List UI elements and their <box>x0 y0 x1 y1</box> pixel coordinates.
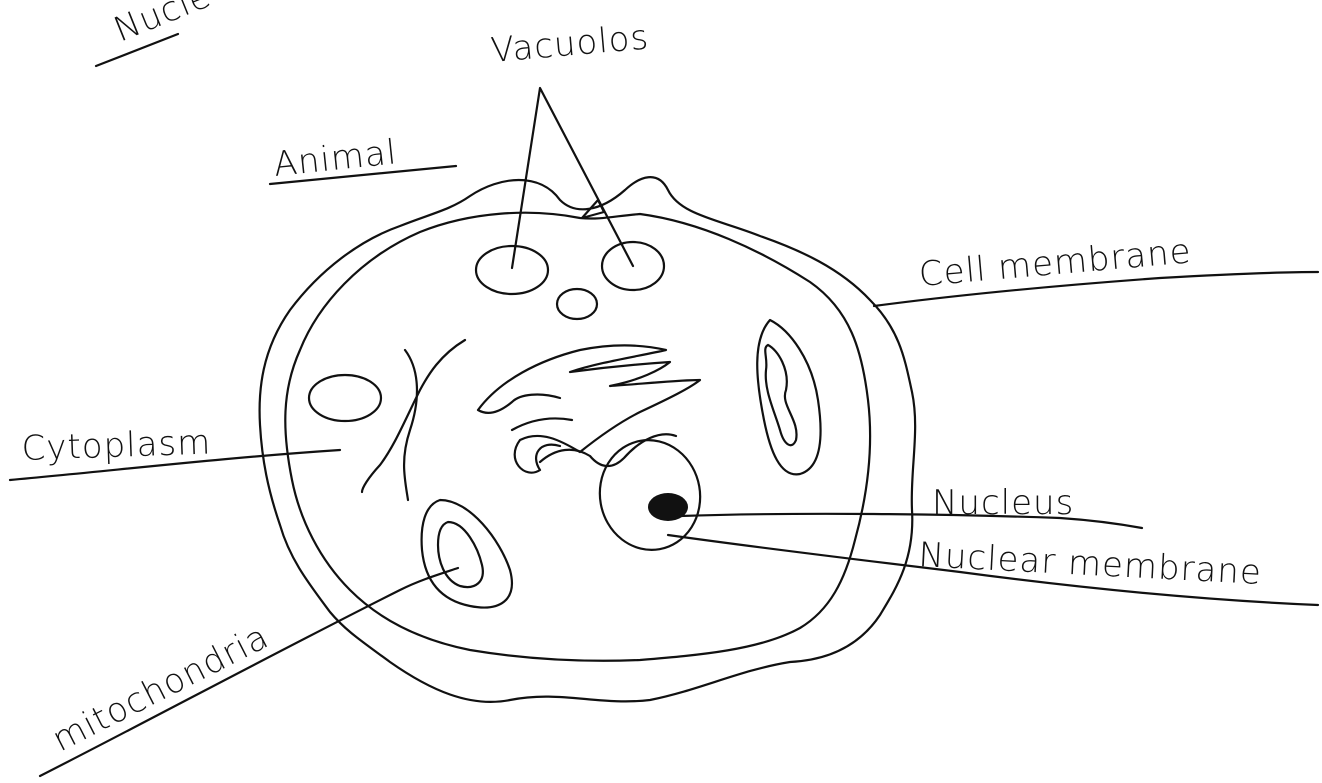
mitochondria-inner <box>438 522 483 587</box>
golgi-folds <box>478 346 700 473</box>
er-strand-1 <box>404 350 417 500</box>
vacuole-far-left <box>309 375 381 421</box>
cell-outer-boundary <box>260 177 916 702</box>
mitochondria-pointer <box>40 568 458 776</box>
vacuole-left <box>476 246 548 294</box>
label-mitochondria: mitochondria <box>46 617 275 760</box>
vacuole-pointers <box>512 88 633 268</box>
label-cytoplasm: Cytoplasm <box>21 422 212 469</box>
label-vacuoles: Vacuolos <box>489 17 650 71</box>
organelle-right <box>757 320 820 474</box>
corner-text: Nucle <box>108 0 217 50</box>
organelle-right-inner <box>765 345 796 445</box>
mitochondria-outer <box>422 500 512 608</box>
vacuole-small <box>557 289 597 319</box>
label-nuclear-membrane: Nuclear membrane <box>918 535 1263 593</box>
golgi-folds-2 <box>540 434 676 466</box>
